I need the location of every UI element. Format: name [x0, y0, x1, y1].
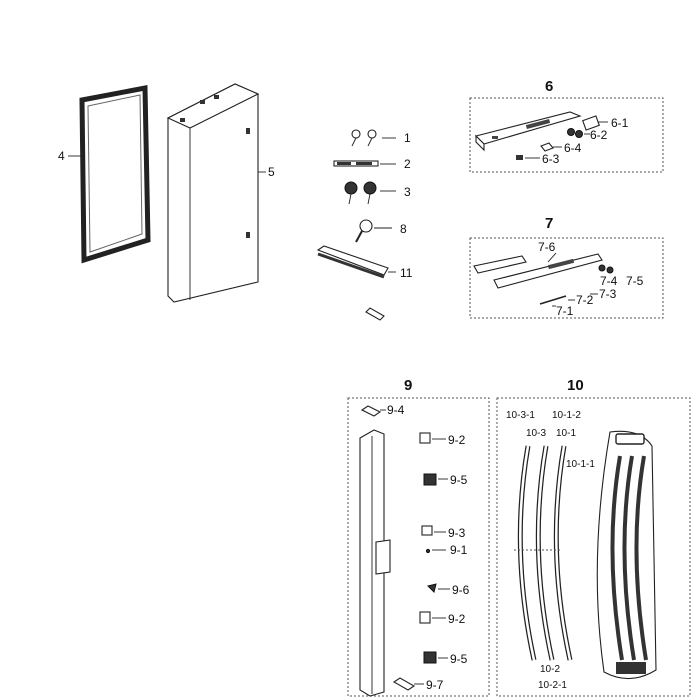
- callout-10-1: 10-1: [556, 428, 576, 439]
- callout-10-1-2: 10-1-2: [552, 410, 581, 421]
- screws-part-1: [351, 129, 377, 147]
- callout-7-4: 7-4: [600, 274, 618, 288]
- group-title-6: 6: [545, 78, 553, 95]
- callout-9-5-top: 9-5: [450, 473, 468, 487]
- callout-9-3: 9-3: [448, 526, 466, 540]
- callout-7-2: 7-2: [576, 293, 594, 307]
- callout-9-5-bottom: 9-5: [450, 652, 468, 666]
- door-panel-part-5: [166, 83, 260, 303]
- callout-9-2-bottom: 9-2: [448, 612, 466, 626]
- small-clip: [365, 307, 385, 321]
- callout-6-3: 6-3: [542, 152, 560, 166]
- callout-10-2: 10-2: [540, 664, 560, 675]
- callout-5: 5: [268, 165, 275, 179]
- group-box-10: [496, 397, 691, 697]
- callout-7-6: 7-6: [538, 240, 556, 254]
- callout-9-6: 9-6: [452, 583, 470, 597]
- handle-part-11: [316, 245, 389, 279]
- callout-7-1: 7-1: [556, 304, 574, 318]
- callout-9-4: 9-4: [387, 403, 405, 417]
- callout-6-1: 6-1: [611, 116, 629, 130]
- callout-10-1-1: 10-1-1: [566, 459, 595, 470]
- group-box-7: [469, 237, 664, 319]
- hinge-bracket-7: [473, 253, 614, 305]
- shelf-frame-10: [596, 430, 657, 680]
- group-title-10: 10: [567, 377, 584, 394]
- parts-6-1-6-4: [516, 115, 600, 160]
- callout-9-2-top: 9-2: [448, 433, 466, 447]
- callout-9-7: 9-7: [426, 678, 444, 692]
- rail-fittings-9: [360, 405, 437, 691]
- callout-6-2: 6-2: [590, 128, 608, 142]
- group-title-7: 7: [545, 215, 553, 232]
- callout-3: 3: [404, 185, 411, 199]
- callout-6-4: 6-4: [564, 141, 582, 155]
- hinge-bracket-6: [474, 111, 582, 152]
- group-box-6: [469, 97, 664, 173]
- callout-4: 4: [58, 149, 65, 163]
- pin-part-8: [355, 219, 373, 243]
- callout-11: 11: [400, 266, 413, 280]
- door-gasket-part-4: [79, 84, 151, 264]
- callout-9-1: 9-1: [450, 543, 468, 557]
- callout-10-2-1: 10-2-1: [538, 680, 567, 691]
- bolts-part-3: [344, 181, 377, 205]
- strip-part-2: [333, 160, 379, 167]
- callout-8: 8: [400, 222, 407, 236]
- curved-rails-10: [514, 445, 573, 661]
- callout-1: 1: [404, 131, 411, 145]
- callout-2: 2: [404, 157, 411, 171]
- callout-7-3: 7-3: [599, 287, 617, 301]
- door-shelf-rail-9: [359, 429, 391, 697]
- group-title-9: 9: [404, 377, 412, 394]
- callout-10-3: 10-3: [526, 428, 546, 439]
- callout-10-3-1: 10-3-1: [506, 410, 535, 421]
- callout-7-5: 7-5: [626, 274, 644, 288]
- group-box-9: [347, 397, 490, 697]
